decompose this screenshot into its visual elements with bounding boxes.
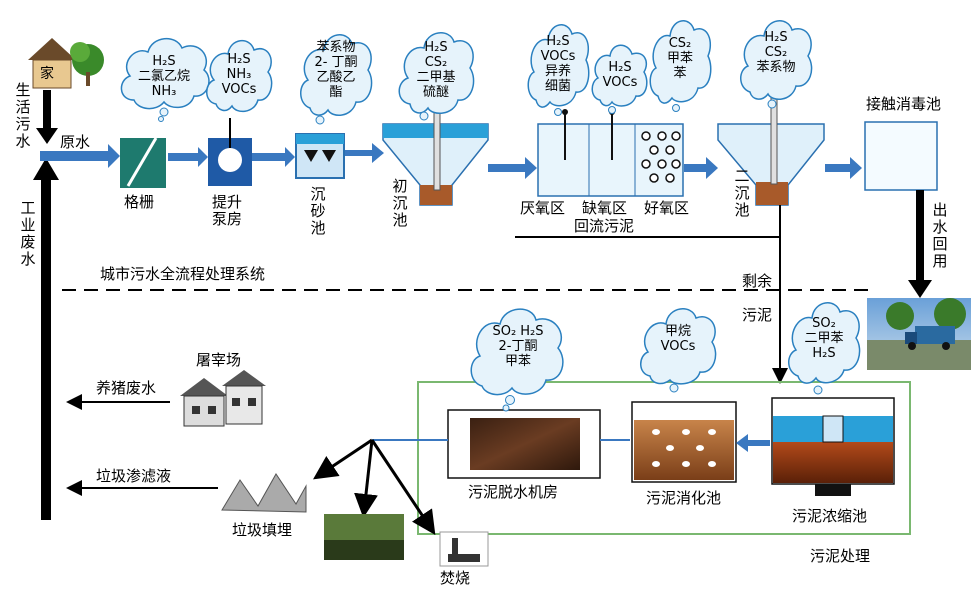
industrial-wastewater-label: 工业废水: [20, 199, 36, 268]
digestion-unit: [631, 401, 737, 483]
pump-house-label: 提升泵房: [212, 193, 243, 228]
anoxic-label: 缺氧区: [582, 199, 628, 217]
emission-line: 二甲苯: [804, 331, 844, 346]
primary-clarifier-unit: [382, 95, 489, 206]
excess-sludge-label: 剩余污泥: [742, 272, 773, 324]
emission-line: SO₂: [812, 316, 836, 331]
industrial-wastewater-arrow: [33, 158, 59, 520]
emission-line: 2-丁酮: [498, 339, 538, 354]
landfill-label: 垃圾填埋: [232, 521, 293, 539]
emission-line: H₂S: [152, 54, 176, 69]
incineration-label: 焚烧: [440, 569, 471, 587]
emission-line: SO₂ H₂S: [492, 324, 544, 339]
emission-line: NH₃: [226, 67, 252, 82]
main-flow-arrows: [40, 143, 862, 179]
slaughterhouse-label: 屠宰场: [196, 351, 242, 369]
sludge-flow-arrows: [736, 434, 770, 452]
landfill-icon: [221, 473, 307, 513]
emission-line: 乙酸乙: [316, 70, 356, 85]
emission-line: 苯: [673, 66, 687, 81]
disposal-arrows: [313, 438, 436, 535]
anaerobic-label: 厌氧区: [520, 199, 566, 217]
emission-line: 甲烷: [664, 324, 691, 339]
emission-line: 酯: [329, 85, 343, 100]
pump-house-unit: [208, 118, 252, 186]
grit-chamber-label: 沉砂池: [310, 185, 326, 237]
emission-line: 二甲基: [416, 70, 456, 85]
grit-chamber-unit: [295, 133, 345, 179]
primary-clarifier-label: 初沉池: [392, 177, 408, 229]
emission-line: 硫醚: [422, 85, 449, 100]
emission-line: 二氯乙烷: [137, 69, 190, 84]
emission-line: 苯系物: [756, 60, 796, 75]
emission-line: 甲苯: [504, 354, 531, 369]
incineration-icon: [439, 531, 489, 567]
system-title: 城市污水全流程处理系统: [100, 265, 266, 283]
house-icon: [28, 38, 104, 89]
secondary-clarifier-label: 二沉池: [734, 167, 750, 219]
house-label: 家: [40, 66, 54, 82]
reuse-label: 出水回用: [932, 201, 948, 270]
thickener-unit: [771, 397, 895, 496]
raw-water-label: 原水: [60, 133, 91, 151]
emission-line: H₂S: [764, 30, 788, 45]
emission-line: 细菌: [544, 79, 571, 94]
emission-line: 2- 丁酮: [314, 55, 358, 70]
disinfection-label: 接触消毒池: [866, 95, 942, 113]
emission-line: 甲苯: [666, 51, 693, 66]
emission-line: H₂S: [546, 34, 570, 49]
a2o-tanks: [537, 109, 684, 197]
reuse-arrow: [908, 190, 932, 298]
domestic-sewage-down-arrow: [36, 90, 58, 144]
emission-line: 异养: [544, 64, 571, 79]
grid-label: 格栅: [124, 193, 155, 211]
digestion-label: 污泥消化池: [646, 489, 722, 507]
disinfection-unit: [864, 121, 938, 191]
emission-line: H₂S: [812, 346, 836, 361]
reuse-truck-photo: [867, 298, 971, 370]
aerobic-label: 好氧区: [644, 199, 690, 217]
emission-line: CS₂: [764, 45, 788, 60]
slaughterhouse-icon: [180, 370, 266, 427]
emission-line: VOCs: [540, 49, 576, 64]
emission-line: CS₂: [668, 36, 692, 51]
thickener-label: 污泥浓缩池: [792, 507, 868, 525]
grid-unit: [120, 137, 166, 188]
domestic-sewage-label: 生活污水: [15, 81, 31, 150]
secondary-clarifier-unit: [717, 95, 825, 206]
emission-line: H₂S: [424, 40, 448, 55]
dewatering-label: 污泥脱水机房: [468, 483, 559, 501]
emission-line: VOCs: [660, 339, 696, 354]
pig-wastewater-label: 养猪废水: [96, 379, 157, 397]
dewatering-unit: [447, 409, 601, 479]
emission-line: H₂S: [227, 52, 251, 67]
emission-line: VOCs: [221, 82, 257, 97]
emission-line: NH₃: [151, 84, 177, 99]
leachate-label: 垃圾渗滤液: [96, 467, 172, 485]
emission-line: 苯系物: [316, 40, 356, 55]
emission-line: H₂S: [608, 60, 632, 75]
landfill-photo: [324, 514, 404, 560]
return-sludge-line: [515, 205, 788, 384]
sludge-treatment-label: 污泥处理: [810, 547, 871, 565]
emission-line: VOCs: [602, 75, 638, 90]
return-sludge-label: 回流污泥: [574, 217, 635, 235]
emission-line: CS₂: [424, 55, 448, 70]
